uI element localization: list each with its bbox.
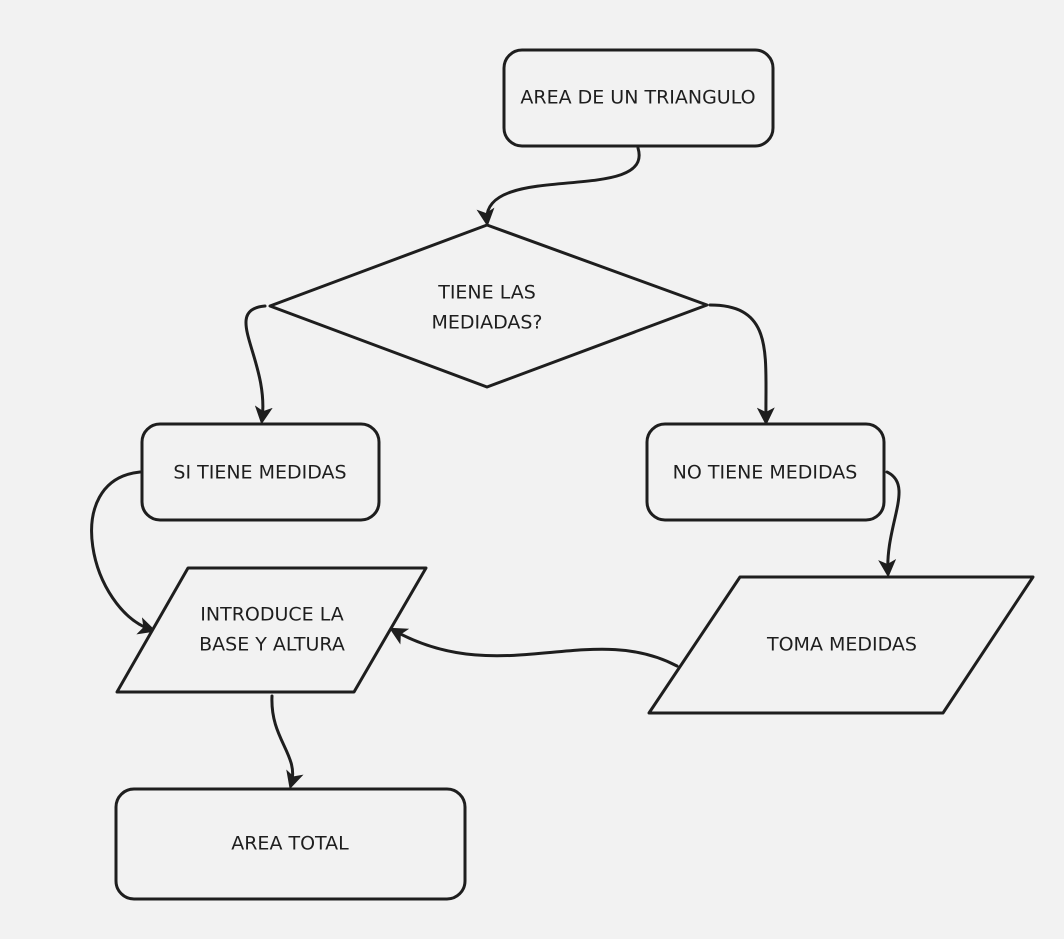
node-decision-diamond [268,223,709,389]
node-no[interactable]: NO TIENE MEDIDAS [645,422,886,522]
node-result-label: AREA TOTAL [231,833,349,855]
edges [90,146,901,790]
node-measure[interactable]: TOMA MEDIDAS [647,575,1035,715]
node-measure-parallelogram [647,575,1035,715]
edge-decision-to-yes [244,304,273,425]
node-input-label-line1: INTRODUCE LA [200,604,343,626]
node-input-parallelogram [115,566,428,694]
node-decision[interactable]: TIENE LAS MEDIADAS? [268,223,709,389]
node-input-label-line2: BASE Y ALTURA [199,634,345,656]
edge-measure-to-input [389,627,679,668]
node-decision-label-line2: MEDIADAS? [431,312,542,334]
edge-start-to-decision [476,146,641,227]
node-decision-label-line1: TIENE LAS [437,282,536,304]
edge-decision-to-no [708,303,775,426]
node-start-box [502,48,775,148]
node-result-box [114,787,467,901]
node-input[interactable]: INTRODUCE LA BASE Y ALTURA [115,566,428,694]
node-measure-label: TOMA MEDIDAS [766,634,917,656]
edge-input-to-result [270,694,304,790]
node-yes-box [140,422,381,522]
edge-yes-to-input [90,470,157,635]
node-yes[interactable]: SI TIENE MEDIDAS [140,422,381,522]
node-no-label: NO TIENE MEDIDAS [673,462,858,484]
edge-no-to-measure [878,470,901,578]
node-start[interactable]: AREA DE UN TRIANGULO [502,48,775,148]
node-result[interactable]: AREA TOTAL [114,787,467,901]
node-start-label: AREA DE UN TRIANGULO [520,87,755,109]
node-yes-label: SI TIENE MEDIDAS [173,462,346,484]
node-no-box [645,422,886,522]
